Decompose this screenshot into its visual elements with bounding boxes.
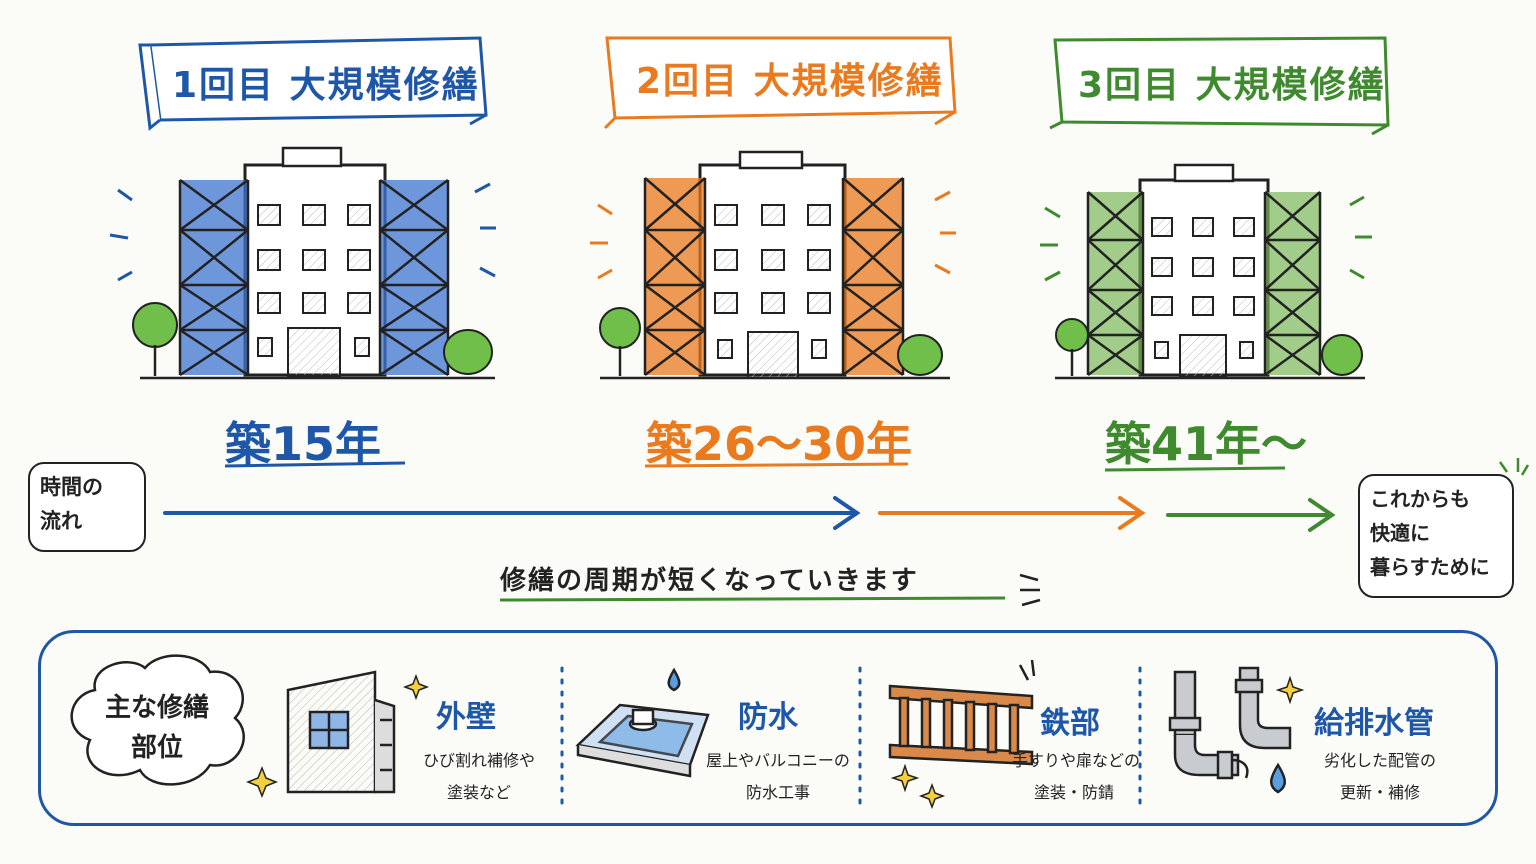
part-desc-steel-line1: 手すりや扉などの <box>1012 751 1141 770</box>
railing-icon <box>888 659 1036 766</box>
part-desc-waterproof-line1: 屋上やバルコニーの <box>706 751 850 770</box>
timeline-arrow-1 <box>163 496 861 530</box>
part-desc-waterproof: 屋上やバルコニーの 防水工事 <box>703 745 853 809</box>
part-title-wall: 外壁 <box>436 700 496 735</box>
age-underline-2 <box>644 462 909 468</box>
timeline-end-line1: これからも <box>1370 487 1470 511</box>
timeline-end-line2: 快適に <box>1370 521 1430 545</box>
part-desc-pipes: 劣化した配管の 更新・補修 <box>1310 745 1450 809</box>
part-title-waterproof: 防水 <box>738 700 798 735</box>
age-underline-1 <box>224 461 406 468</box>
age-label-2: 築26～30年 <box>646 417 913 471</box>
part-desc-pipes-line2: 更新・補修 <box>1339 783 1420 802</box>
emphasis-marks <box>1019 573 1041 607</box>
timeline-end-line3: 暮らすために <box>1370 555 1490 579</box>
pipe-icon <box>1168 666 1292 794</box>
part-desc-steel-line2: 塗装・防錆 <box>1033 783 1114 802</box>
rooftop-waterproof-icon <box>575 667 710 778</box>
banner-2 <box>603 36 957 130</box>
banner-2-label: 2回目 大規模修繕 <box>636 61 944 102</box>
banner-1 <box>138 36 488 131</box>
sparkle-icon <box>402 673 430 701</box>
caption-underline <box>499 596 1006 602</box>
age-label-1: 築15年 <box>225 417 382 471</box>
timeline-start-line1: 時間の <box>40 475 103 499</box>
building-1 <box>109 146 496 380</box>
banner-3 <box>1049 36 1390 136</box>
part-title-steel: 鉄部 <box>1040 706 1100 741</box>
panel-separators <box>560 666 1142 807</box>
parts-panel-title: 主な修繕 部位 <box>92 688 222 768</box>
timeline-end-label: これからも 快適に 暮らすために <box>1358 474 1514 598</box>
part-desc-pipes-line1: 劣化した配管の <box>1323 751 1436 770</box>
sparkle-icon <box>1275 675 1305 705</box>
sparkle-icon <box>890 763 920 793</box>
sparkle-icon <box>245 765 279 799</box>
timeline-arrow-3 <box>1166 498 1336 532</box>
part-desc-wall-line2: 塗装など <box>446 783 511 802</box>
building-2 <box>590 150 956 380</box>
banner-1-label: 1回目 大規模修繕 <box>172 65 480 106</box>
part-desc-wall: ひび割れ補修や 塗装など <box>404 745 554 809</box>
building-3 <box>1040 163 1372 380</box>
age-label-3: 築41年～ <box>1105 417 1308 471</box>
part-desc-wall-line1: ひび割れ補修や <box>422 751 535 770</box>
timeline-arrow-2 <box>878 496 1146 530</box>
parts-title-cloud <box>70 654 245 786</box>
age-underline-3 <box>1104 466 1286 472</box>
sparkle-icon <box>918 782 946 810</box>
part-desc-steel: 手すりや扉などの 塗装・防錆 <box>1012 745 1141 809</box>
wall-icon <box>286 670 396 794</box>
timeline-start-label: 時間の 流れ <box>28 462 146 552</box>
timeline-start-line2: 流れ <box>40 509 82 533</box>
repair-parts-panel <box>38 630 1498 826</box>
cycle-caption: 修繕の周期が短くなっていきます <box>500 566 919 596</box>
part-title-pipes: 給排水管 <box>1314 706 1434 741</box>
parts-title-line1: 主な修繕 <box>104 693 209 723</box>
part-desc-waterproof-line2: 防水工事 <box>745 783 810 802</box>
sparkle-marks <box>1498 458 1530 476</box>
parts-title-line2: 部位 <box>130 733 183 763</box>
banner-3-label: 3回目 大規模修繕 <box>1078 65 1386 106</box>
